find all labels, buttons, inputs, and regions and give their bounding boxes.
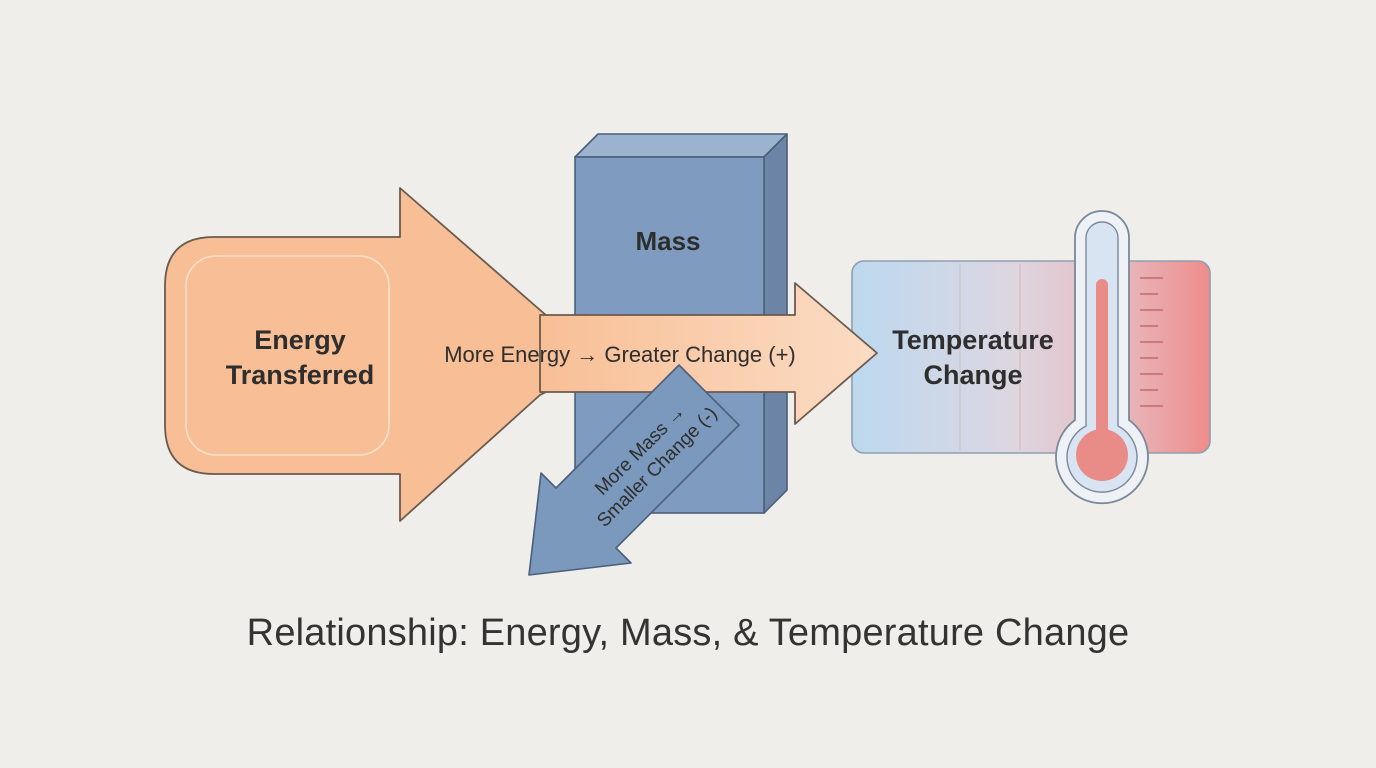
temperature-label-line2: Change (923, 360, 1022, 390)
mass-label: Mass (635, 226, 700, 256)
temperature-scale-ticks (1140, 277, 1163, 407)
temperature-label-line1: Temperature (892, 325, 1054, 355)
greater-change-arrow: More Energy → Greater Change (+) (444, 282, 878, 425)
diagram-caption: Relationship: Energy, Mass, & Temperatur… (246, 612, 1130, 654)
energy-transferred-arrow: Energy Transferred (164, 187, 561, 522)
thermometer-icon (1055, 210, 1149, 505)
more-energy-text: More Energy → Greater Change (+) (444, 342, 796, 367)
energy-label-line1: Energy (254, 325, 346, 355)
energy-label-line2: Transferred (226, 360, 375, 390)
temperature-change-panel (851, 260, 1211, 454)
